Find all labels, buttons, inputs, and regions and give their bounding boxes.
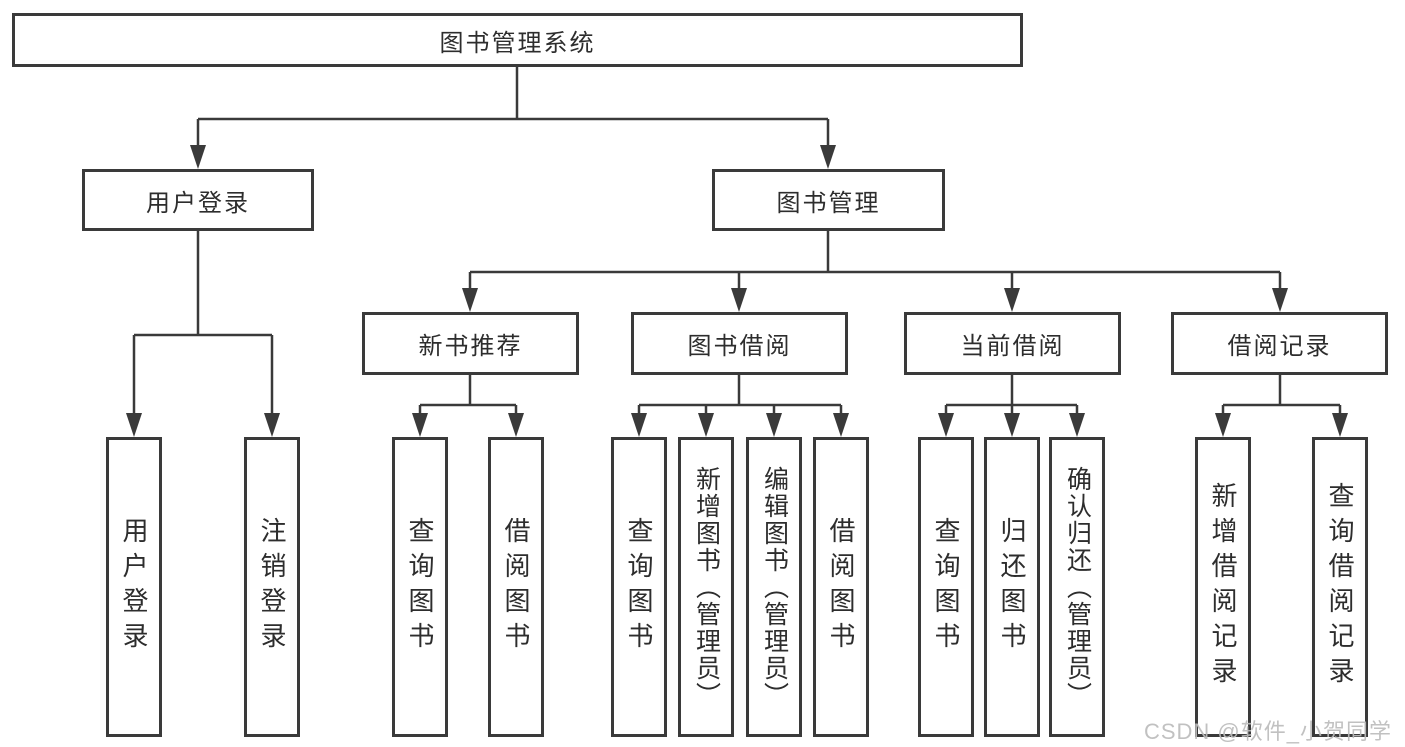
branch-user-login-label: 用户登录 (146, 189, 250, 217)
leaf-add-borrow-record-label: 新增借阅记录 (1208, 482, 1238, 692)
leaf-borrow-books-recommend: 借阅图书 (488, 437, 544, 737)
leaf-logout-label: 注销登录 (257, 517, 287, 657)
branch-book-management: 图书管理 (712, 169, 945, 231)
module-book-borrow-label: 图书借阅 (687, 333, 792, 360)
module-borrow-records: 借阅记录 (1171, 312, 1388, 375)
leaf-user-login-label: 用户登录 (119, 517, 149, 657)
leaf-search-borrow-record-label: 查询借阅记录 (1325, 482, 1355, 692)
leaf-add-book-admin-label: 新增图书（管理员） (692, 465, 721, 709)
leaf-search-books-recommend-label: 查询图书 (405, 517, 435, 657)
leaf-search-books-borrow: 查询图书 (611, 437, 667, 737)
leaf-confirm-return-admin-label: 确认归还（管理员） (1063, 465, 1092, 709)
watermark: CSDN @软件_小贺同学 (1143, 719, 1392, 744)
branch-book-management-label: 图书管理 (776, 189, 881, 217)
module-new-book-recommend: 新书推荐 (362, 312, 579, 375)
leaf-return-book: 归还图书 (984, 437, 1040, 737)
leaf-user-login: 用户登录 (106, 437, 162, 737)
leaf-edit-book-admin-label: 编辑图书（管理员） (760, 465, 789, 709)
leaf-borrow-books: 借阅图书 (813, 437, 869, 737)
leaf-search-books-borrow-label: 查询图书 (624, 517, 654, 657)
module-borrow-records-label: 借阅记录 (1227, 333, 1332, 360)
root-node-label: 图书管理系统 (439, 29, 596, 57)
leaf-edit-book-admin: 编辑图书（管理员） (746, 437, 802, 737)
module-new-book-recommend-label: 新书推荐 (418, 333, 523, 360)
leaf-search-borrow-record: 查询借阅记录 (1312, 437, 1368, 737)
leaf-search-books-current-label: 查询图书 (931, 517, 961, 657)
leaf-return-book-label: 归还图书 (997, 517, 1027, 657)
leaf-borrow-books-recommend-label: 借阅图书 (501, 517, 531, 657)
leaf-confirm-return-admin: 确认归还（管理员） (1049, 437, 1105, 737)
leaf-borrow-books-label: 借阅图书 (826, 517, 856, 657)
arrowheads (126, 145, 1348, 437)
leaf-add-book-admin: 新增图书（管理员） (678, 437, 734, 737)
root-node-library-system: 图书管理系统 (12, 13, 1023, 67)
leaf-search-books-recommend: 查询图书 (392, 437, 448, 737)
leaf-search-books-current: 查询图书 (918, 437, 974, 737)
branch-user-login: 用户登录 (82, 169, 314, 231)
module-current-borrow: 当前借阅 (904, 312, 1121, 375)
module-book-borrow: 图书借阅 (631, 312, 848, 375)
leaf-logout: 注销登录 (244, 437, 300, 737)
module-current-borrow-label: 当前借阅 (960, 333, 1065, 360)
leaf-add-borrow-record: 新增借阅记录 (1195, 437, 1251, 737)
